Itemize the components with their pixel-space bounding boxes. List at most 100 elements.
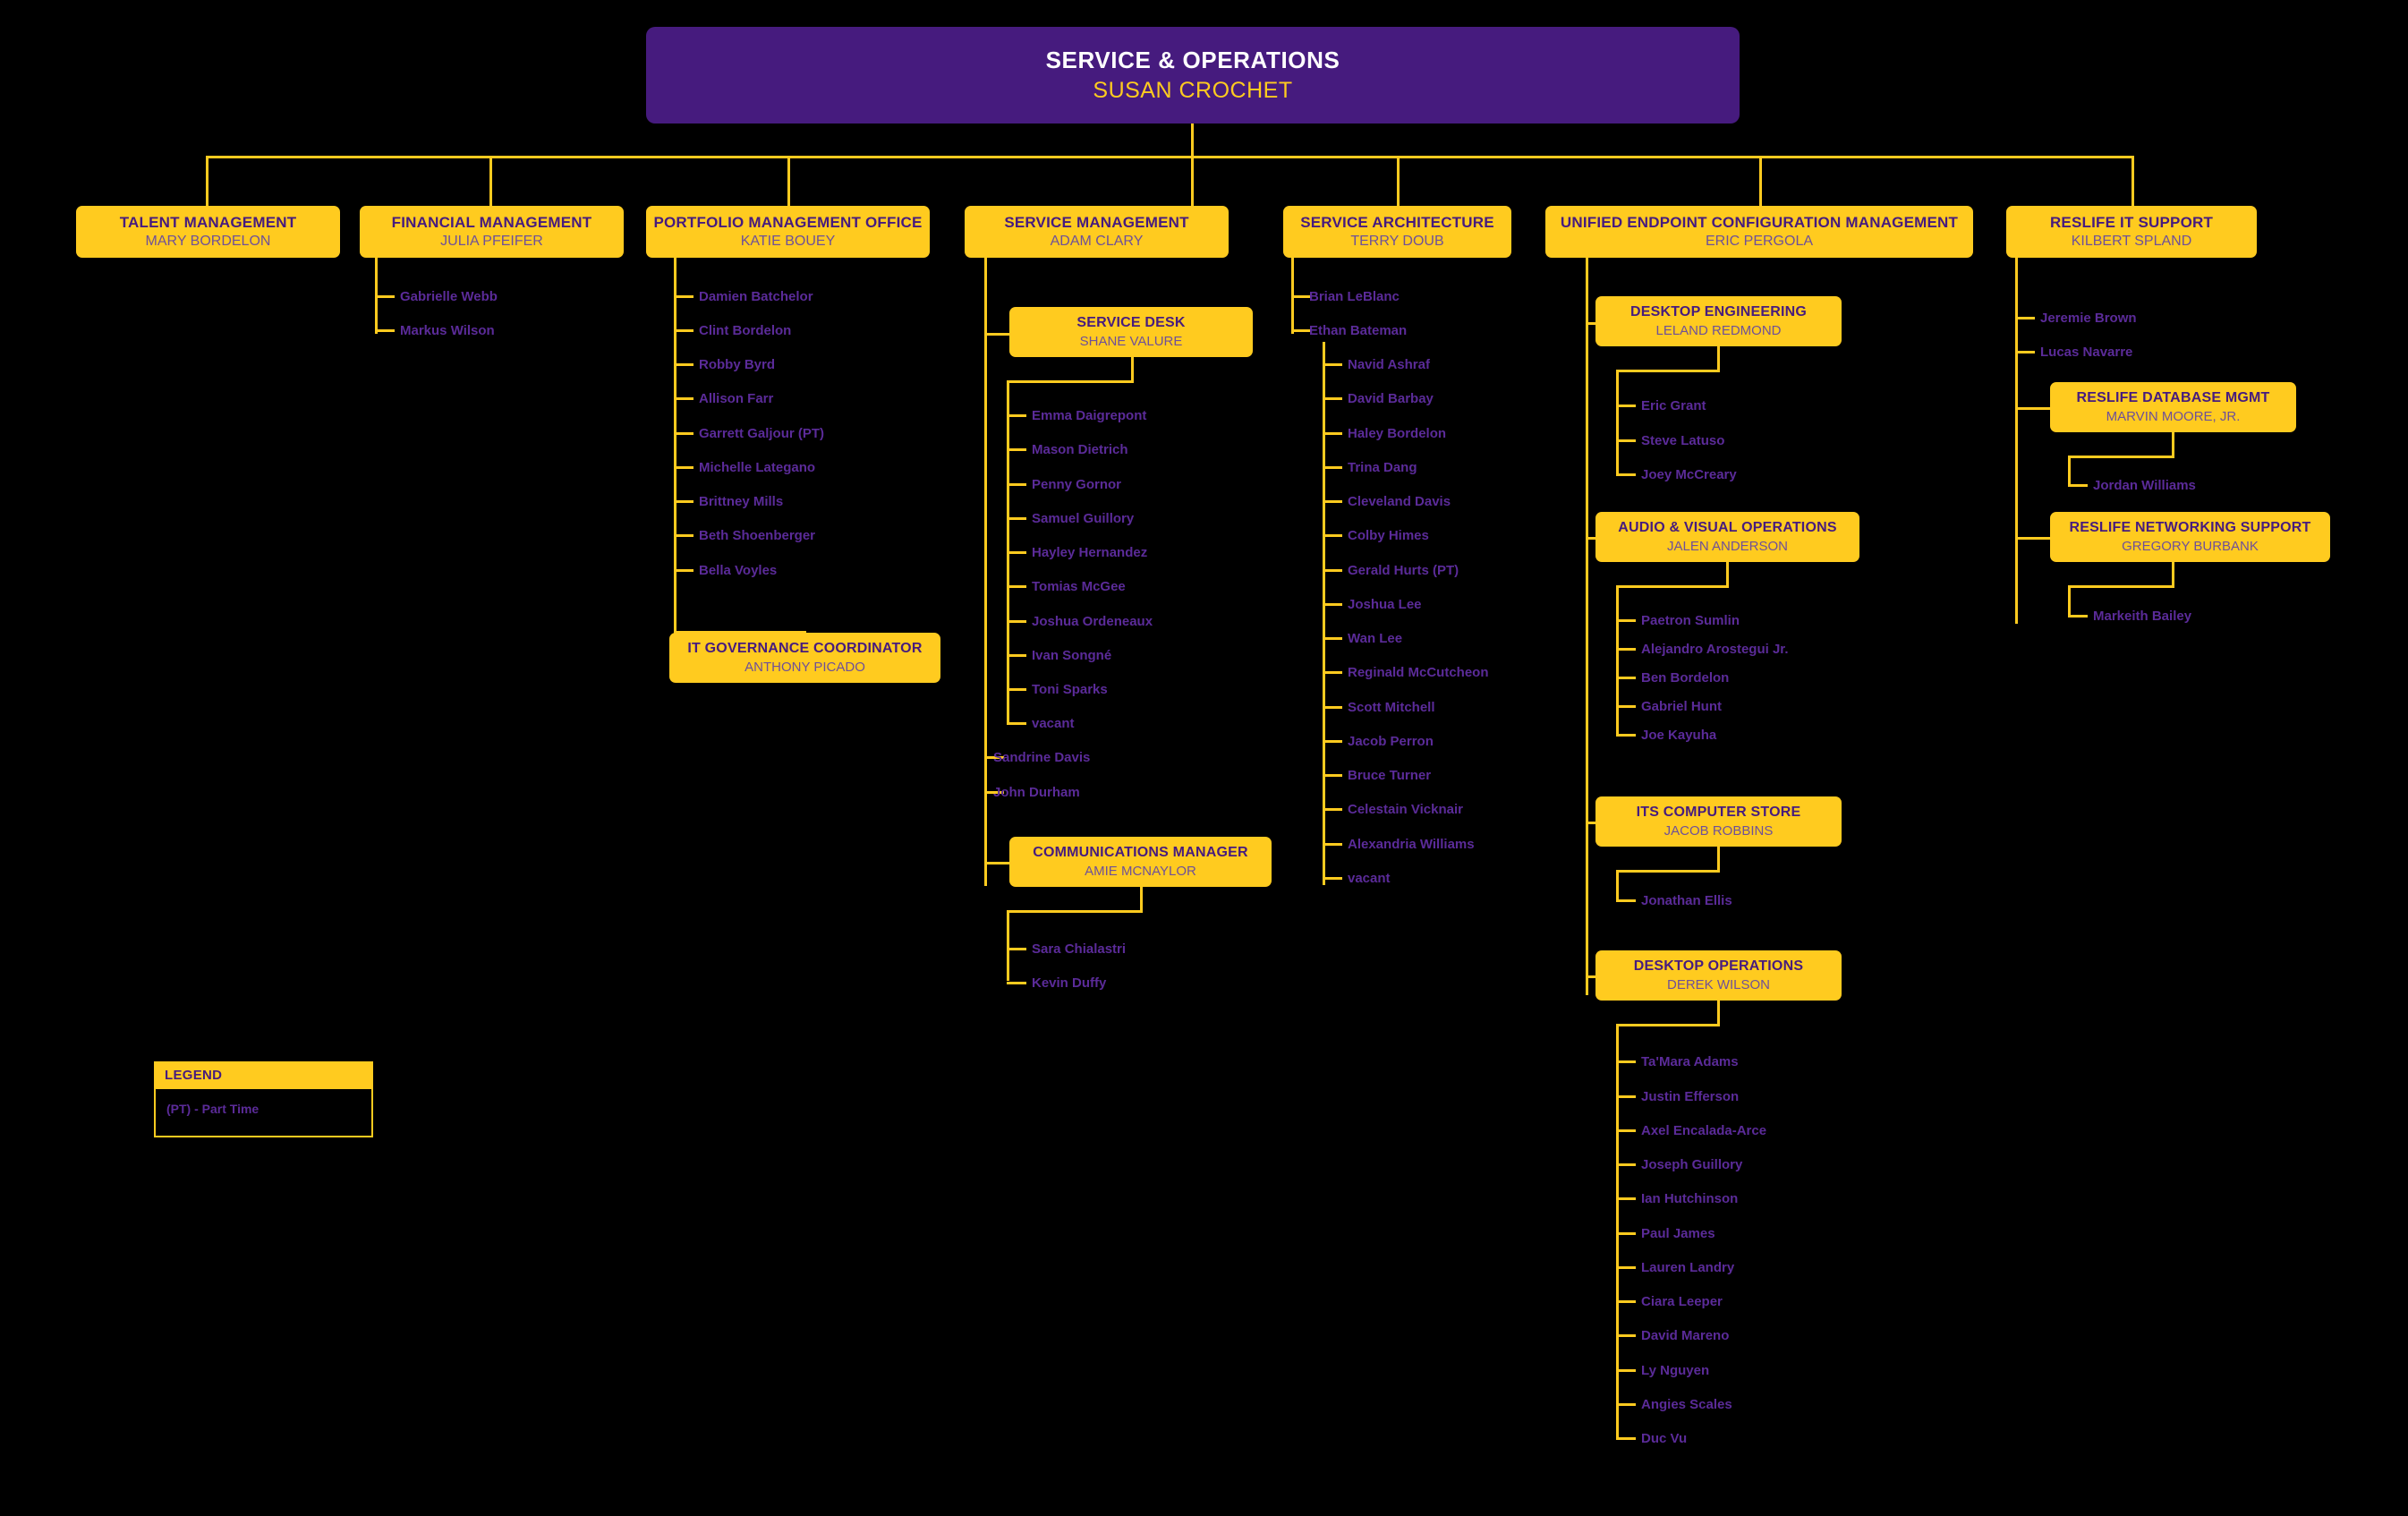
node-service-desk[interactable]: SERVICE DESK SHANE VALURE bbox=[1009, 307, 1253, 357]
connector-portfolio-tick-0 bbox=[674, 295, 693, 298]
connector-service-desk-drop bbox=[1131, 357, 1134, 381]
connector-av-spine bbox=[1616, 585, 1619, 736]
legend-title: LEGEND bbox=[154, 1061, 373, 1089]
leaf-person: Celestain Vicknair bbox=[1348, 802, 1463, 817]
connector-stub-financial bbox=[489, 156, 492, 206]
leaf-person: Jonathan Ellis bbox=[1641, 893, 1732, 908]
legend: LEGEND (PT) - Part Time bbox=[154, 1061, 373, 1137]
node-portfolio-management-office[interactable]: PORTFOLIO MANAGEMENT OFFICE KATIE BOUEY bbox=[646, 206, 930, 258]
connector-eb-tick-15 bbox=[1323, 877, 1342, 880]
connector-do-tick-5 bbox=[1616, 1232, 1636, 1235]
connector-store-elbow bbox=[1616, 870, 1720, 873]
node-financial-management[interactable]: FINANCIAL MANAGEMENT JULIA PFEIFER bbox=[360, 206, 624, 258]
leaf-person: Gabriel Hunt bbox=[1641, 699, 1723, 714]
connector-sd-tick-8 bbox=[1007, 688, 1026, 691]
node-service-architecture[interactable]: SERVICE ARCHITECTURE TERRY DOUB bbox=[1283, 206, 1511, 258]
leaf-person: Angies Scales bbox=[1641, 1397, 1732, 1412]
connector-rls-db-elbow bbox=[2068, 456, 2174, 458]
leaf-person: Emma Daigrepont bbox=[1032, 408, 1147, 423]
connector-sd-tick-4 bbox=[1007, 551, 1026, 554]
leaf-person: Ta'Mara Adams bbox=[1641, 1054, 1739, 1069]
leaf-person: Steve Latuso bbox=[1641, 433, 1725, 448]
leaf-person: Bella Voyles bbox=[699, 563, 778, 578]
node-title: AUDIO & VISUAL OPERATIONS bbox=[1618, 520, 1837, 536]
connector-eb-tick-13 bbox=[1323, 808, 1342, 811]
connector-desktop-ops-elbow bbox=[1616, 1024, 1720, 1026]
leaf-person: Beth Shoenberger bbox=[699, 528, 816, 543]
node-title: TALENT MANAGEMENT bbox=[119, 213, 297, 231]
leaf-person: Scott Mitchell bbox=[1348, 700, 1435, 715]
connector-portfolio-tick-2 bbox=[674, 363, 693, 366]
connector-desktop-ops-spine bbox=[1616, 1024, 1619, 1440]
connector-arch-tick-1 bbox=[1291, 329, 1311, 332]
node-audio-visual-operations[interactable]: AUDIO & VISUAL OPERATIONS JALEN ANDERSON bbox=[1595, 512, 1859, 562]
node-title: SERVICE & OPERATIONS bbox=[1045, 47, 1340, 74]
connector-sd-tick-6 bbox=[1007, 620, 1026, 623]
connector-sd-tick-7 bbox=[1007, 654, 1026, 657]
leaf-person: Joseph Guillory bbox=[1641, 1157, 1743, 1172]
connector-comms-tick-1 bbox=[1007, 982, 1026, 984]
node-reslife-networking-support[interactable]: RESLIFE NETWORKING SUPPORT GREGORY BURBA… bbox=[2050, 512, 2330, 562]
connector-desktop-eng-drop bbox=[1717, 346, 1720, 370]
leaf-person: Markus Wilson bbox=[400, 323, 495, 338]
connector-desktop-ops-drop bbox=[1717, 1001, 1720, 1025]
connector-comms-spine bbox=[1007, 910, 1009, 981]
leaf-person: John Durham bbox=[993, 785, 1080, 800]
node-person: JULIA PFEIFER bbox=[440, 233, 543, 249]
node-reslife-database-mgmt[interactable]: RESLIFE DATABASE MGMT MARVIN MOORE, JR. bbox=[2050, 382, 2296, 432]
leaf-person: Wan Lee bbox=[1348, 631, 1403, 646]
node-unified-endpoint-configuration-management[interactable]: UNIFIED ENDPOINT CONFIGURATION MANAGEMEN… bbox=[1545, 206, 1973, 258]
connector-rls-net-tick-0 bbox=[2068, 615, 2088, 617]
leaf-person: Hayley Hernandez bbox=[1032, 545, 1148, 560]
leaf-person: Bruce Turner bbox=[1348, 768, 1432, 783]
connector-do-tick-10 bbox=[1616, 1403, 1636, 1406]
leaf-person: Michelle Lategano bbox=[699, 460, 816, 475]
leaf-person: Robby Byrd bbox=[699, 357, 776, 372]
node-communications-manager[interactable]: COMMUNICATIONS MANAGER AMIE MCNAYLOR bbox=[1009, 837, 1272, 887]
node-person: GREGORY BURBANK bbox=[2122, 538, 2259, 554]
leaf-person: Gerald Hurts (PT) bbox=[1348, 563, 1459, 578]
node-talent-management[interactable]: TALENT MANAGEMENT MARY BORDELON bbox=[76, 206, 340, 258]
connector-do-tick-7 bbox=[1616, 1300, 1636, 1303]
node-reslife-it-support[interactable]: RESLIFE IT SUPPORT KILBERT SPLAND bbox=[2006, 206, 2257, 258]
leaf-person: Lucas Navarre bbox=[2040, 345, 2133, 360]
leaf-person: Clint Bordelon bbox=[699, 323, 792, 338]
connector-eb-tick-0 bbox=[1323, 363, 1342, 366]
node-title: IT GOVERNANCE COORDINATOR bbox=[687, 641, 923, 657]
node-person: MARVIN MOORE, JR. bbox=[2106, 408, 2241, 424]
connector-eb-tick-5 bbox=[1323, 534, 1342, 537]
connector-av-tick-2 bbox=[1616, 677, 1636, 679]
connector-comms-drop bbox=[1140, 887, 1143, 911]
node-desktop-operations[interactable]: DESKTOP OPERATIONS DEREK WILSON bbox=[1595, 950, 1842, 1001]
connector-rls-tick-1 bbox=[2015, 351, 2035, 353]
leaf-person: Joshua Ordeneaux bbox=[1032, 614, 1153, 629]
node-desktop-engineering[interactable]: DESKTOP ENGINEERING LELAND REDMOND bbox=[1595, 296, 1842, 346]
connector-it-governance-elbow bbox=[674, 631, 806, 634]
node-service-management[interactable]: SERVICE MANAGEMENT ADAM CLARY bbox=[965, 206, 1229, 258]
leaf-person: Brian LeBlanc bbox=[1309, 289, 1400, 304]
node-title: RESLIFE NETWORKING SUPPORT bbox=[2069, 520, 2311, 536]
leaf-person: Duc Vu bbox=[1641, 1431, 1688, 1446]
leaf-person: Ian Hutchinson bbox=[1641, 1191, 1739, 1206]
node-its-computer-store[interactable]: ITS COMPUTER STORE JACOB ROBBINS bbox=[1595, 796, 1842, 847]
node-person: KILBERT SPLAND bbox=[2071, 233, 2192, 249]
node-it-governance-coordinator[interactable]: IT GOVERNANCE COORDINATOR ANTHONY PICADO bbox=[669, 633, 940, 683]
connector-service-desk-elbow bbox=[1007, 380, 1134, 383]
connector-de-tick-2 bbox=[1616, 473, 1636, 476]
leaf-person: Alexandria Williams bbox=[1348, 837, 1475, 852]
connector-stub-reslife bbox=[2131, 156, 2134, 206]
node-person: LELAND REDMOND bbox=[1655, 322, 1782, 338]
connector-de-tick-0 bbox=[1616, 405, 1636, 407]
leaf-person: Paul James bbox=[1641, 1226, 1715, 1241]
leaf-person: Allison Farr bbox=[699, 391, 774, 406]
connector-eb-tick-12 bbox=[1323, 774, 1342, 777]
connector-rls-db-spine bbox=[2068, 456, 2071, 486]
node-person: DEREK WILSON bbox=[1666, 976, 1771, 992]
leaf-person: Joey McCreary bbox=[1641, 467, 1737, 482]
connector-do-tick-8 bbox=[1616, 1334, 1636, 1337]
leaf-person: Ivan Songné bbox=[1032, 648, 1112, 663]
connector-sd-tick-5 bbox=[1007, 585, 1026, 588]
node-service-and-operations[interactable]: SERVICE & OPERATIONS SUSAN CROCHET bbox=[646, 27, 1740, 123]
connector-bateman-spine bbox=[1323, 342, 1325, 885]
node-person: KATIE BOUEY bbox=[740, 233, 836, 249]
